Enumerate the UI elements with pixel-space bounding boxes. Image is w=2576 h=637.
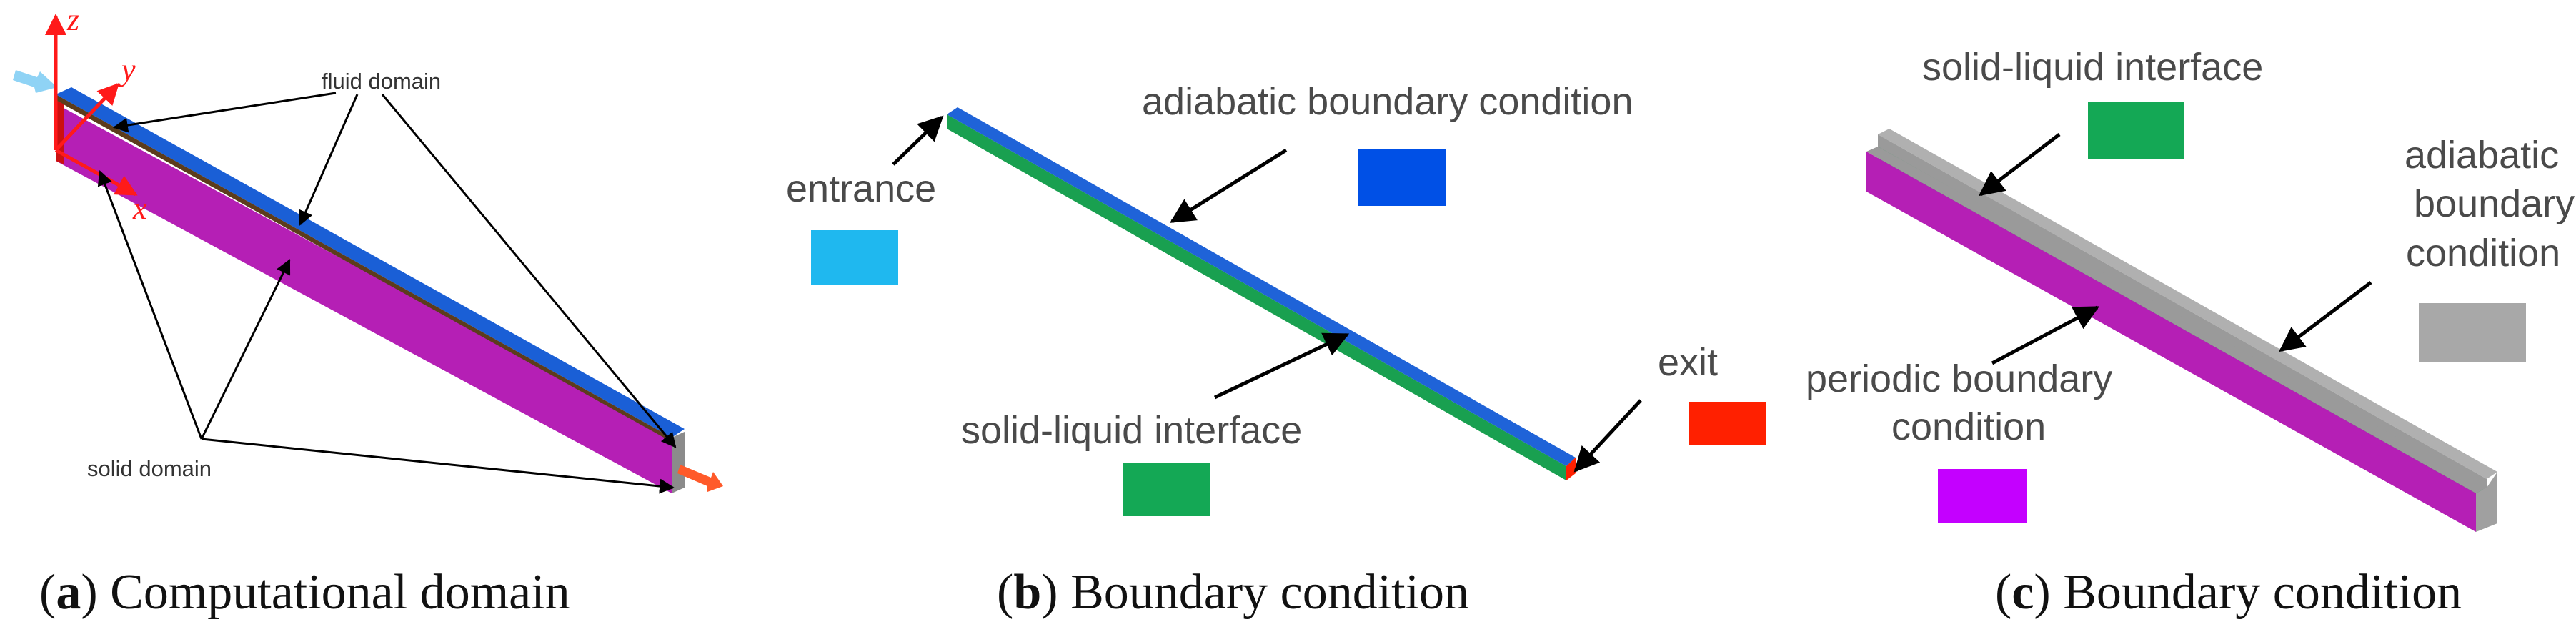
exit-label: exit xyxy=(1658,341,1718,384)
interface-label-b: solid-liquid interface xyxy=(961,409,1302,452)
y-axis-label: y xyxy=(119,52,136,87)
panel-c: solid-liquid interface adiabatic boundar… xyxy=(1806,46,2575,620)
periodic-label-1: periodic boundary xyxy=(1806,357,2112,400)
channel-b-exit-face xyxy=(1566,458,1576,480)
fluid-domain-label: fluid domain xyxy=(322,69,441,94)
inlet-arrow-icon xyxy=(13,70,57,93)
fluid-leader-1 xyxy=(112,92,337,133)
exit-leader xyxy=(1573,399,1642,473)
caption-c-text: Boundary condition xyxy=(2063,565,2462,620)
interface-leader-b xyxy=(1213,332,1350,400)
solid-domain-side xyxy=(56,104,672,493)
adiabatic-label-c-3: condition xyxy=(2406,232,2560,275)
adiabatic-gray-swatch xyxy=(2419,303,2526,362)
caption-b-text: Boundary condition xyxy=(1070,565,1469,620)
channel-c-purple-wall xyxy=(1866,152,2476,532)
solid-leader-2 xyxy=(200,259,291,440)
interface-swatch-b xyxy=(1123,463,1210,516)
x-axis-line xyxy=(54,148,138,197)
entrance-label: entrance xyxy=(786,167,936,210)
channel-c-end-face xyxy=(2476,472,2497,532)
fluid-domain-edge xyxy=(56,94,672,442)
adiabatic-label-b: adiabatic boundary condition xyxy=(1142,80,1633,123)
y-axis-line xyxy=(54,82,120,152)
adiabatic-label-c-1: adiabatic xyxy=(2405,134,2559,177)
solid-domain-end xyxy=(672,432,685,493)
channel-c-gray-wall xyxy=(1878,129,2497,479)
interface-leader-c xyxy=(1979,133,2061,197)
exit-swatch xyxy=(1689,402,1766,445)
channel-b-green-side xyxy=(947,114,1566,480)
adiabatic-swatch xyxy=(1358,149,1446,206)
adiabatic-label-c-2: boundary xyxy=(2414,182,2575,225)
panel-b: entrance adiabatic boundary condition so… xyxy=(786,80,1766,620)
entrance-leader xyxy=(892,115,944,166)
solid-domain-label: solid domain xyxy=(87,456,212,481)
interface-swatch-c xyxy=(2088,102,2184,159)
fluid-domain-top xyxy=(56,87,685,438)
outlet-arrow-icon xyxy=(677,465,723,492)
caption-b: (b) Boundary condition xyxy=(997,565,1469,620)
x-axis-label: x xyxy=(132,191,147,226)
periodic-label-2: condition xyxy=(1891,405,2046,448)
adiabatic-leader-c xyxy=(2279,281,2372,352)
adiabatic-leader-b xyxy=(1170,148,1288,224)
caption-a-text: Computational domain xyxy=(110,565,570,620)
z-axis-label: z xyxy=(66,2,79,37)
caption-c-letter: c xyxy=(2011,565,2034,620)
solid-leader-3 xyxy=(201,438,675,494)
channel-b-blue-top xyxy=(947,107,1576,466)
panel-a: z y x fluid domain solid domain (a) Comp… xyxy=(13,2,723,620)
interface-label-c: solid-liquid interface xyxy=(1922,46,2263,89)
solid-leader-1 xyxy=(97,170,203,440)
caption-b-letter: b xyxy=(1013,565,1041,620)
fluid-leader-3 xyxy=(381,94,677,448)
caption-c: (c) Boundary condition xyxy=(1995,565,2462,620)
periodic-swatch xyxy=(1938,469,2027,523)
entrance-swatch xyxy=(811,230,898,285)
caption-a-letter: a xyxy=(56,565,81,620)
channel-c-purple-top xyxy=(1866,147,2487,493)
fluid-leader-2 xyxy=(298,94,359,226)
caption-a: (a) Computational domain xyxy=(39,565,570,620)
periodic-leader xyxy=(1991,305,2100,365)
